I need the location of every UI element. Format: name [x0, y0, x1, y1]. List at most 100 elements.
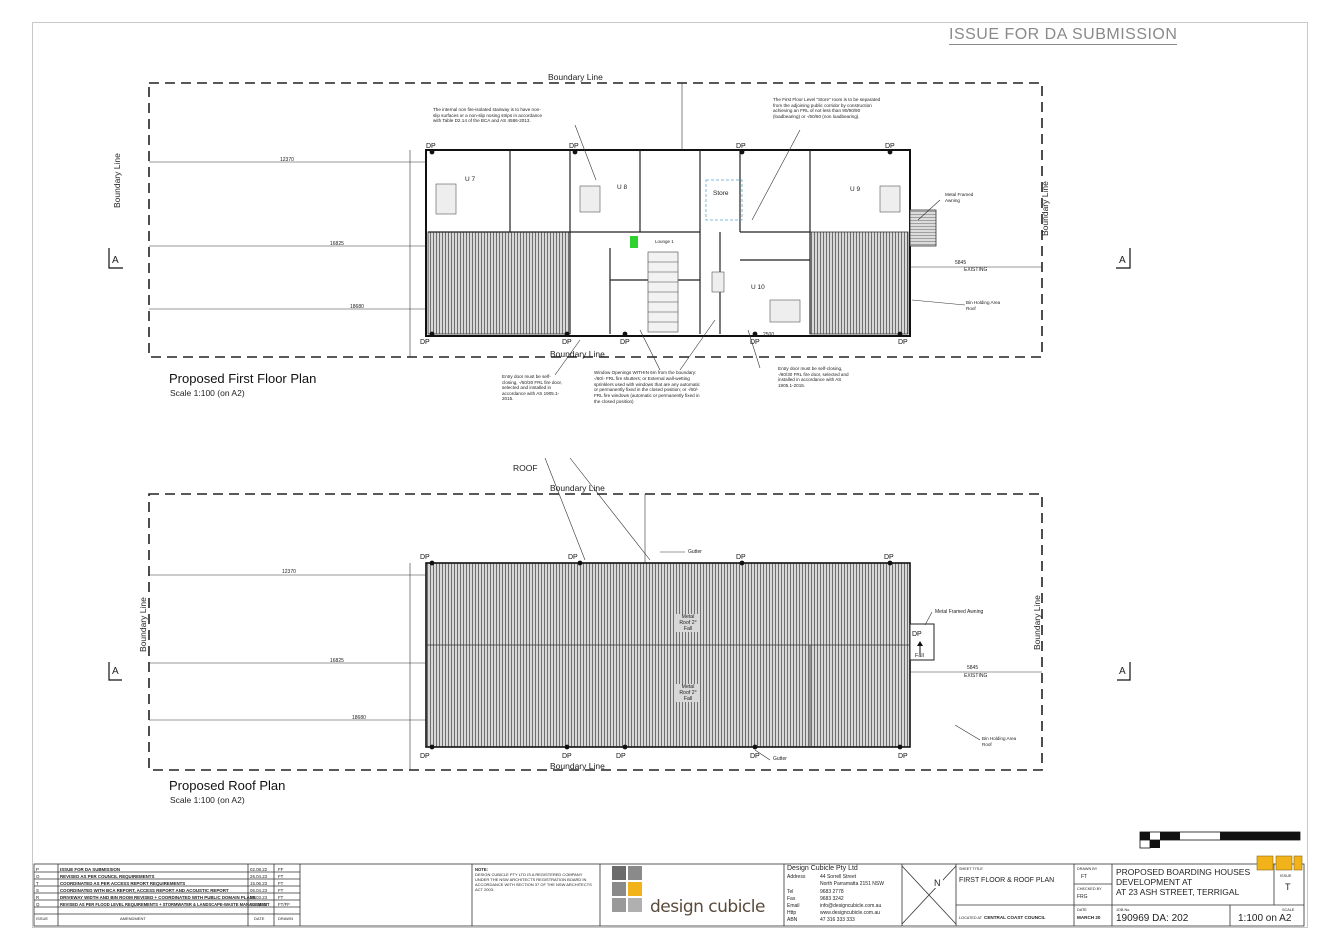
rev-0-code: P: [36, 867, 39, 872]
note-bin-roof: Bin Holding Area Roof: [982, 736, 1017, 747]
site-boundary-roof: [148, 493, 1043, 771]
rev-1-code: O: [36, 874, 40, 879]
rev-header-issue: ISSUE: [36, 916, 49, 921]
rev-5-code: Q: [36, 902, 40, 907]
address-value: 44 Sorrell Street: [820, 874, 857, 880]
rev-1-by: FT: [278, 874, 284, 879]
date-value: MARCH 20: [1077, 915, 1101, 920]
rev-3-by: FT: [278, 888, 284, 893]
rev-0-by: FF: [278, 867, 284, 872]
section-marker-left-first: A: [112, 255, 119, 266]
roof-awning: [909, 623, 935, 661]
http-label: Http: [787, 910, 797, 916]
project-line-2: DEVELOPMENT AT: [1116, 877, 1193, 887]
rev-5-date: 03.12.22: [250, 902, 268, 907]
tel-label: Tel: [787, 889, 794, 895]
rev-0-desc: ISSUE FOR DA SUBMISSION: [60, 867, 121, 872]
title-block: [33, 863, 1305, 927]
council-label: LOCATED AT: [959, 916, 983, 920]
boundary-bottom-roof: Boundary Line: [550, 761, 605, 771]
note-text: DESIGN CUBICLE PTY LTD IS A REGISTERED C…: [475, 872, 592, 892]
boundary-top-roof: Boundary Line: [550, 483, 605, 493]
sheet-title-label: SHEET TITLE: [959, 867, 983, 871]
fax-value: 9683 3242: [820, 896, 844, 902]
unit-9: U 9: [850, 186, 861, 193]
dim-5845-first: 5845: [955, 260, 967, 266]
logo-text: design cubicle: [650, 897, 765, 917]
issue-label: ISSUE: [1280, 874, 1292, 878]
rev-3-desc: COORDINATED WITH BCA REPORT, ACCESS REPO…: [60, 888, 229, 893]
scale-bar: [1139, 831, 1301, 849]
note-stair: The internal non fire-isolated stairway …: [433, 107, 543, 124]
section-marker-right-first: A: [1119, 255, 1126, 266]
council-name: CENTRAL COAST COUNCIL: [984, 915, 1046, 920]
note-awning-first: Metal Framed Awning: [945, 192, 974, 203]
rev-3-code: S: [36, 888, 39, 893]
svg-text:DP: DP: [912, 631, 922, 638]
rev-4-date: 09.03.23: [250, 895, 268, 900]
dim-5845-roof: 5845: [967, 665, 979, 671]
dim-existing-roof: EXISTING: [964, 673, 988, 679]
rev-4-desc: DRIVEWAY WIDTH AND BIN ROOM REVISED + CO…: [60, 895, 256, 900]
rev-2-code: T: [36, 881, 39, 886]
http-value: www.designcubicle.com.au: [820, 910, 881, 916]
rev-5-by: FT/FF: [278, 902, 290, 907]
svg-text:DP: DP: [420, 339, 430, 346]
svg-text:DP: DP: [420, 753, 430, 760]
metal-roof-lower-label: Metal Roof 2° Fall: [676, 684, 700, 702]
project-line-1: PROPOSED BOARDING HOUSES: [1116, 867, 1251, 877]
design-cubicle-logo: [612, 866, 642, 912]
project-line-3: AT 23 ASH STREET, TERRIGAL: [1116, 887, 1240, 897]
issue-stamp: ISSUE FOR DA SUBMISSION: [949, 26, 1178, 45]
svg-text:DP: DP: [569, 143, 579, 150]
fax-label: Fax: [787, 896, 796, 902]
dim-existing-first: EXISTING: [964, 267, 988, 273]
rev-3-date: 06.04.23: [250, 888, 268, 893]
corner-logo-icon: [1256, 855, 1303, 871]
note-label: NOTE:: [475, 867, 489, 872]
date-label: DATE: [1077, 908, 1087, 912]
svg-text:DP: DP: [750, 339, 760, 346]
dim-18680-first: 18680: [350, 304, 364, 310]
company-name: Design Cubicle Pty Ltd: [787, 865, 858, 872]
rev-0-date: 02.08.22: [250, 867, 268, 872]
svg-text:DP: DP: [736, 554, 746, 561]
roof-plan-title: Proposed Roof Plan: [169, 778, 286, 793]
store-room: [705, 179, 743, 221]
sheet-title: FIRST FLOOR & ROOF PLAN: [959, 877, 1055, 884]
roof-plan-scale: Scale 1:100 (on A2): [170, 795, 245, 805]
svg-text:DP: DP: [898, 753, 908, 760]
unit-10: U 10: [751, 284, 765, 291]
svg-text:DP: DP: [898, 339, 908, 346]
scale-label: SCALE: [1282, 908, 1295, 912]
lower-roof-left: [427, 231, 571, 335]
note-store: The First Floor Level "Store" room is to…: [773, 97, 881, 119]
fall-label: Fall: [915, 653, 924, 659]
dim-12370-first: 12370: [280, 157, 294, 163]
highlight-marker: [630, 236, 638, 248]
rev-4-by: FT: [278, 895, 284, 900]
boundary-top-first: Boundary Line: [548, 72, 603, 82]
note-entry-left: Entry door must be self-closing, -/60/30…: [502, 374, 563, 402]
svg-text:DP: DP: [562, 753, 572, 760]
rev-2-by: FT: [278, 881, 284, 886]
drawing-number: 190969 DA: 202: [1116, 913, 1189, 924]
checked-label: CHECKED BY: [1077, 887, 1102, 891]
boundary-right-first: Boundary Line: [1040, 181, 1050, 236]
rev-5-desc: REVISED AS PER FLOOD LEVEL REQUIREMENTS …: [60, 902, 270, 907]
svg-text:DP: DP: [426, 143, 436, 150]
metal-awning: [909, 209, 937, 247]
boundary-left-roof: Boundary Line: [138, 597, 148, 652]
north-arrow-icon: N: [932, 878, 943, 888]
svg-text:DP: DP: [750, 753, 760, 760]
abn-label: ABN: [787, 917, 798, 923]
gutter-bottom: Gutter: [773, 756, 787, 762]
roof-note: ROOF: [513, 463, 538, 473]
suburb-value: North Parramatta 2151 NSW: [820, 881, 884, 887]
scale-value: 1:100 on A2: [1238, 913, 1292, 924]
dim-18680-roof: 18680: [352, 715, 366, 721]
dim-12370-roof: 12370: [282, 569, 296, 575]
